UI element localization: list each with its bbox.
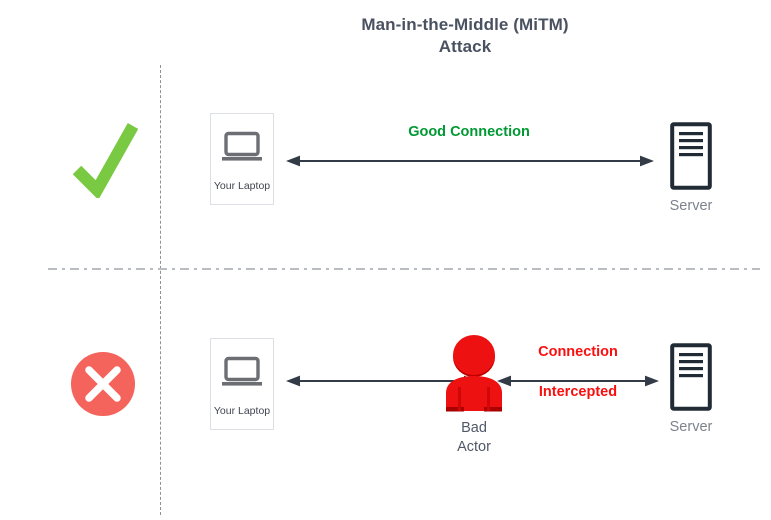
intercepted-arrow-right — [497, 375, 659, 387]
node-your-laptop-attack: Your Laptop — [210, 338, 274, 430]
good-connection-label: Good Connection — [408, 124, 530, 140]
horizontal-divider — [48, 268, 760, 270]
bad-actor-label: Bad Actor — [435, 419, 513, 457]
connection-intercepted-label: Connection Intercepted — [513, 322, 643, 422]
laptop-label: Your Laptop — [213, 405, 271, 417]
node-your-laptop-good: Your Laptop — [210, 113, 274, 205]
page-title-line-1: Man-in-the-Middle (MiTM) — [361, 15, 569, 34]
bad-actor-label-line-2: Actor — [457, 439, 491, 455]
node-bad-actor: Bad Actor — [435, 335, 513, 457]
good-connection-arrow — [286, 155, 654, 167]
cross-circle-icon — [71, 352, 135, 416]
server-label: Server — [669, 419, 713, 435]
vertical-divider — [160, 65, 161, 515]
laptop-icon — [222, 356, 262, 386]
connection-intercepted-line-1: Connection — [538, 344, 618, 360]
node-server-good: Server — [651, 122, 731, 214]
server-label: Server — [669, 198, 713, 214]
check-icon — [72, 123, 138, 198]
node-server-attack: Server — [651, 343, 731, 435]
page-title: Man-in-the-Middle (MiTM) Attack — [265, 14, 665, 58]
laptop-icon — [222, 131, 262, 161]
bad-actor-label-line-1: Bad — [461, 420, 487, 436]
laptop-label: Your Laptop — [213, 180, 271, 192]
person-icon — [446, 335, 502, 412]
server-icon — [670, 343, 712, 411]
server-icon — [670, 122, 712, 190]
page-title-line-2: Attack — [438, 37, 492, 56]
connection-intercepted-line-2: Intercepted — [538, 384, 618, 400]
